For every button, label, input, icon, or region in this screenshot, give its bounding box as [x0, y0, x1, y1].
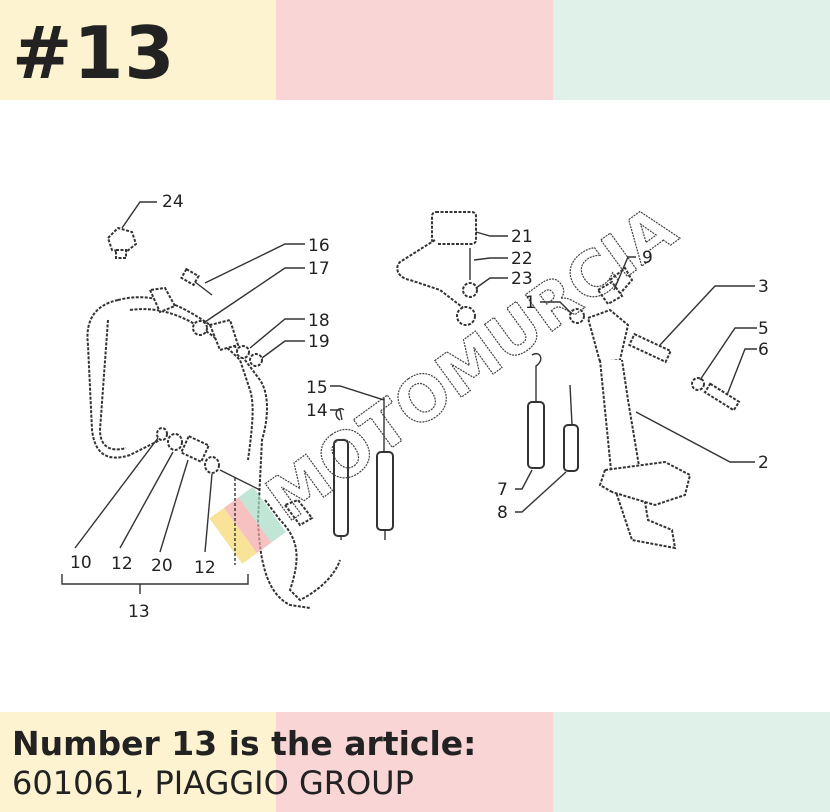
spring-part-14 [333, 408, 349, 540]
callout-16: 16 [308, 236, 330, 256]
header-swatch-mint [553, 0, 830, 100]
clip-part-9 [596, 280, 624, 306]
parts-diagram: MOTOMURCIA 24 16 17 18 19 15 [0, 100, 830, 712]
callout-9: 9 [642, 248, 653, 268]
header-swatch-pink [276, 0, 553, 100]
callout-22: 22 [511, 249, 533, 269]
bolt-part-6 [703, 382, 741, 412]
callout-20: 20 [151, 556, 173, 576]
header-band [0, 0, 830, 100]
callout-13: 13 [128, 602, 150, 622]
callout-5: 5 [758, 319, 769, 339]
washer-part-5 [691, 377, 705, 391]
pin-assembly-13 [156, 427, 261, 491]
callout-12b: 12 [194, 558, 216, 578]
center-stand-part-2 [586, 266, 692, 550]
footer-swatch-mint [553, 712, 830, 812]
callout-23: 23 [511, 269, 533, 289]
callout-19: 19 [308, 332, 330, 352]
spring-part-8 [563, 384, 579, 472]
callout-21: 21 [511, 227, 533, 247]
spring-part-7 [527, 353, 545, 469]
callout-1: 1 [525, 293, 536, 313]
callout-18: 18 [308, 311, 330, 331]
spring-part-15 [376, 398, 394, 540]
callout-14: 14 [306, 401, 328, 421]
stand-switch-part-21 [396, 211, 477, 311]
footer-swatch-yellow [0, 712, 276, 812]
nut-part-19 [249, 353, 263, 367]
leader-lines [61, 201, 757, 594]
washer-part-18 [236, 345, 250, 359]
washer-part-23 [462, 282, 478, 298]
footer-band [0, 712, 830, 812]
washer-part-17 [192, 320, 208, 336]
callout-3: 3 [758, 277, 769, 297]
callout-labels: 24 16 17 18 19 15 14 21 22 23 1 9 3 5 6 … [70, 192, 769, 622]
callout-7: 7 [497, 480, 508, 500]
page-title: #13 [12, 11, 176, 95]
article-caption: Number 13 is the article: [12, 724, 477, 763]
callout-10: 10 [70, 553, 92, 573]
callout-6: 6 [758, 340, 769, 360]
callout-2: 2 [758, 453, 769, 473]
callout-8: 8 [497, 503, 508, 523]
mount-part-1 [456, 306, 476, 326]
article-number: 601061, PIAGGIO GROUP [12, 764, 414, 802]
callout-12a: 12 [111, 554, 133, 574]
side-bar-assembly [86, 286, 341, 609]
spacer-part-1 [569, 308, 585, 324]
bolt-part-16 [180, 267, 213, 296]
callout-15: 15 [306, 378, 328, 398]
callout-17: 17 [308, 259, 330, 279]
callout-24: 24 [162, 192, 184, 212]
header-swatch-yellow [0, 0, 276, 100]
knob-part-24 [106, 226, 138, 259]
footer-swatch-pink [276, 712, 553, 812]
bolt-part-3 [628, 332, 672, 364]
